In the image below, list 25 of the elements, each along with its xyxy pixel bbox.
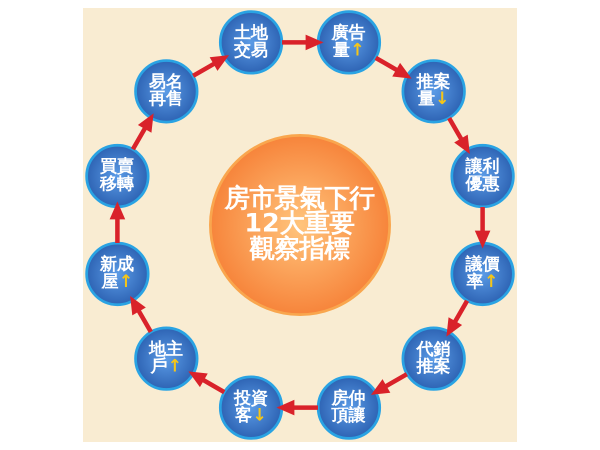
arrow [276, 400, 318, 416]
arrow [474, 207, 490, 248]
node-circle: 買賣移轉 [85, 144, 150, 208]
arrow [130, 113, 154, 150]
arrow [370, 372, 408, 395]
node-circle: 廣告量↑ [316, 10, 382, 75]
arrow [282, 34, 324, 50]
node-circle: 讓利優惠 [450, 144, 515, 208]
node-circle: 土地交易 [218, 10, 284, 75]
node-circle: 代銷推案 [402, 326, 466, 391]
arrow [130, 296, 153, 333]
node-circle: 房仲頂讓 [316, 375, 382, 440]
node-circle: 新成屋↑ [85, 242, 150, 306]
node-circle: 投資客↓ [218, 375, 284, 440]
node-circle: 易名再售 [134, 59, 198, 124]
node-circle: 推案量↓ [402, 59, 466, 124]
node-circle: 議價率↑ [450, 242, 515, 306]
arrow [192, 55, 230, 78]
node-circle: 房市景氣下行12大重要觀察指標 [209, 134, 391, 316]
arrow [188, 371, 226, 394]
arrow [447, 117, 470, 154]
arrow [446, 300, 470, 337]
node-circle: 地主戶↑ [134, 326, 198, 391]
arrow [110, 202, 126, 243]
arrow [374, 56, 412, 79]
